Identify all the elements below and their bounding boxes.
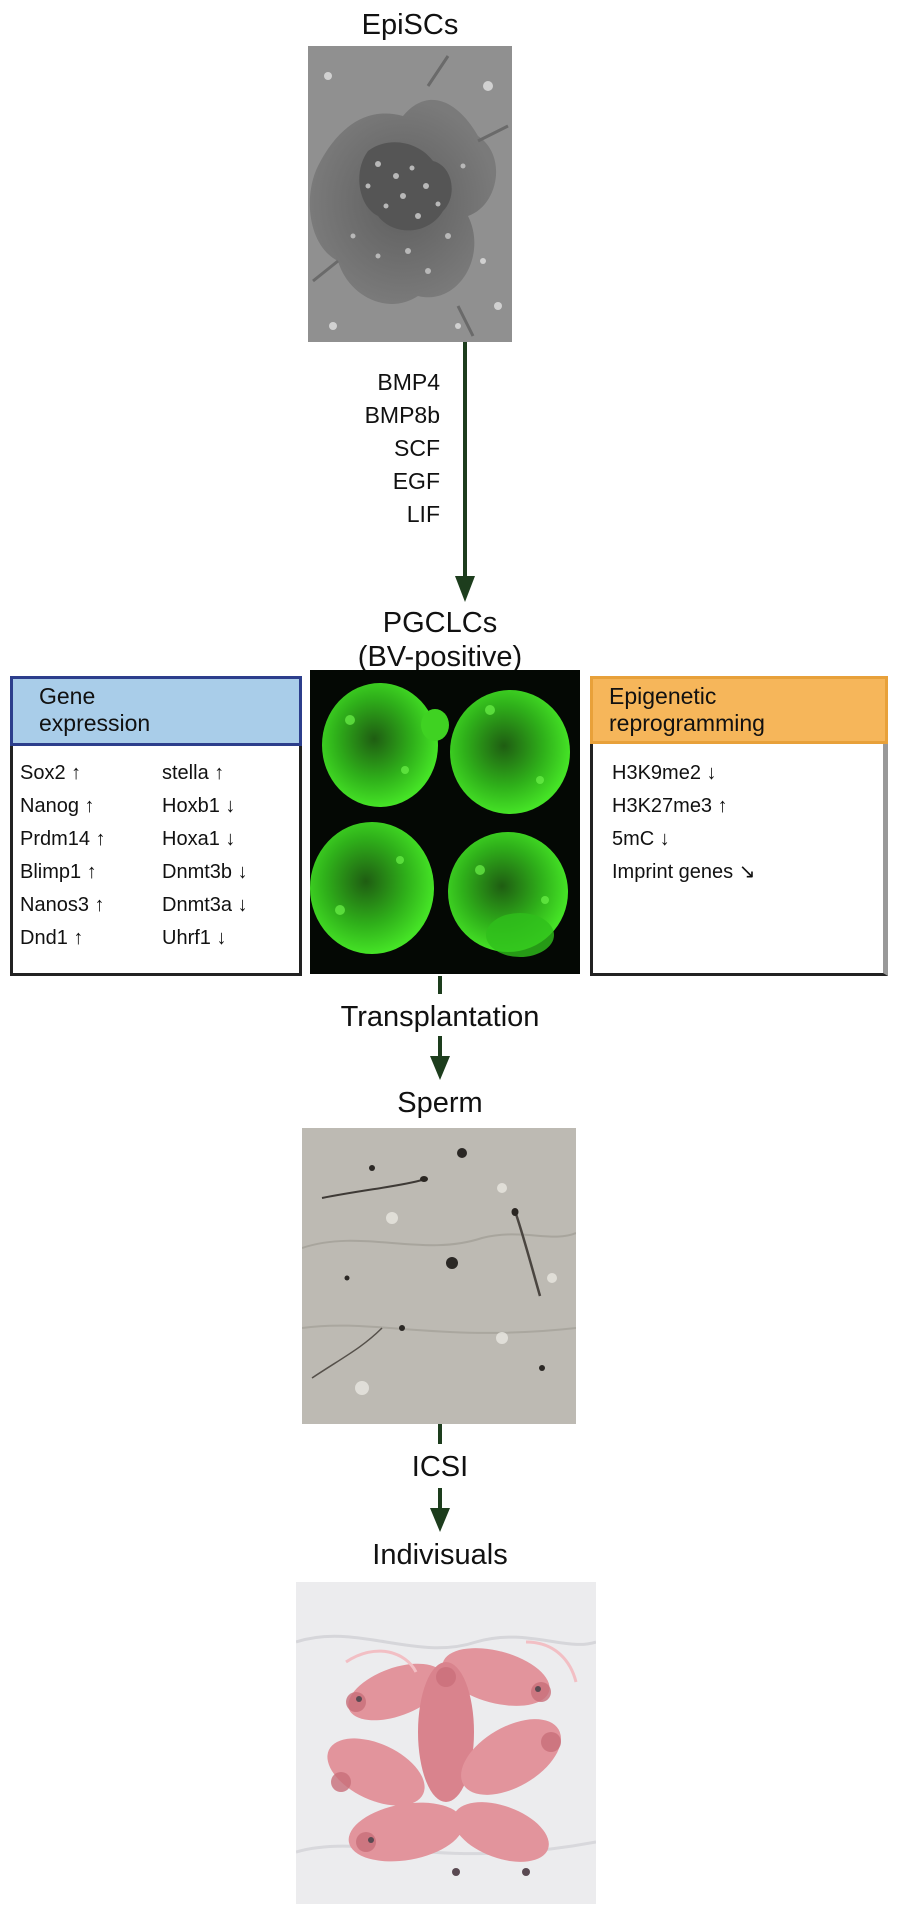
newborn-mice-photo — [296, 1582, 596, 1904]
epigenetic-row: H3K9me2 ↓ — [612, 758, 717, 788]
epigenetic-row: 5mC ↓ — [612, 824, 670, 854]
stage-label-sperm: Sperm — [340, 1086, 540, 1120]
gene-row: Dnd1 ↑ — [20, 923, 83, 953]
stage-label-pgclcs-subtitle: (BV-positive) — [280, 640, 600, 674]
gene-row: Nanog ↑ — [20, 791, 95, 821]
epigenetic-title-line2: reprogramming — [609, 710, 875, 737]
sperm-micrograph — [302, 1128, 576, 1424]
epigenetic-row: H3K27me3 ↑ — [612, 791, 728, 821]
gene-row: Blimp1 ↑ — [20, 857, 97, 887]
factor-bmp4: BMP4 — [300, 366, 440, 399]
step-label-transplantation: Transplantation — [280, 1000, 600, 1034]
gene-row: Hoxb1 ↓ — [162, 791, 235, 821]
stage-label-pgclcs: PGCLCs — [300, 606, 580, 640]
stage-label-individuals: Indivisuals — [300, 1538, 580, 1572]
factor-lif: LIF — [300, 498, 440, 531]
pgclcs-fluorescence-image — [310, 670, 580, 974]
episcs-micrograph — [308, 46, 512, 342]
epigenetic-header: Epigenetic reprogramming — [590, 676, 888, 744]
gene-row: Dnmt3b ↓ — [162, 857, 248, 887]
gene-row: Nanos3 ↑ — [20, 890, 105, 920]
gene-expression-header: Gene expression — [10, 676, 302, 746]
factor-bmp8b: BMP8b — [300, 399, 440, 432]
gene-row: Dnmt3a ↓ — [162, 890, 248, 920]
epigenetic-row: Imprint genes ↘ — [612, 857, 756, 887]
differentiation-arrow — [450, 342, 480, 604]
gene-expression-title-line1: Gene — [39, 683, 289, 710]
gene-expression-title-line2: expression — [39, 710, 289, 737]
gene-row: Sox2 ↑ — [20, 758, 81, 788]
gene-row: Hoxa1 ↓ — [162, 824, 235, 854]
step-label-icsi: ICSI — [340, 1450, 540, 1484]
induction-factor-list: BMP4 BMP8b SCF EGF LIF — [300, 366, 440, 531]
stage-label-episcs: EpiSCs — [300, 8, 520, 42]
gene-row: Uhrf1 ↓ — [162, 923, 226, 953]
gene-row: stella ↑ — [162, 758, 224, 788]
gene-row: Prdm14 ↑ — [20, 824, 106, 854]
factor-scf: SCF — [300, 432, 440, 465]
epigenetic-title-line1: Epigenetic — [609, 683, 875, 710]
factor-egf: EGF — [300, 465, 440, 498]
